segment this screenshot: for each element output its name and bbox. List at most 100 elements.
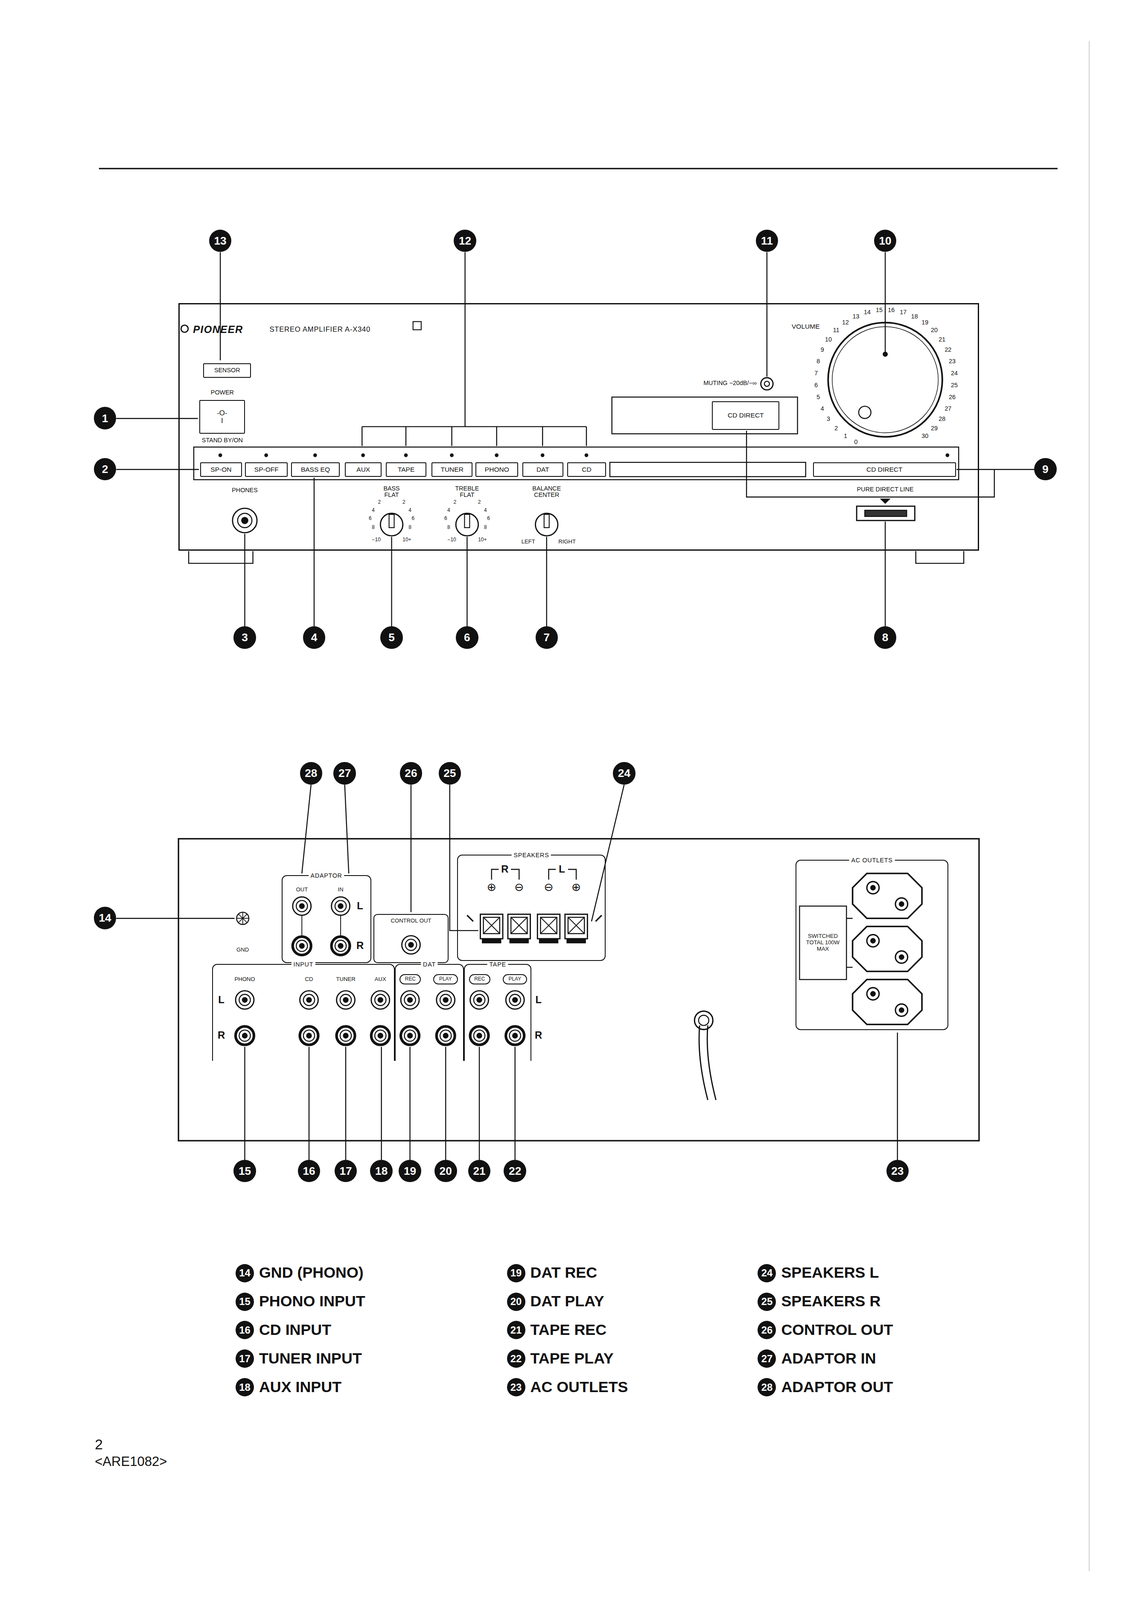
panel-label: L: [218, 993, 225, 1005]
panel-label: AC OUTLETS: [530, 1378, 629, 1396]
node-text: PLAY: [508, 976, 522, 982]
panel-label: L: [558, 863, 566, 875]
callout-number: 25: [438, 761, 462, 785]
node-text: AUX: [356, 466, 371, 473]
selector-button: CD DIRECT: [813, 462, 957, 477]
callout-number: 19: [398, 1159, 422, 1183]
panel-label: ADAPTOR IN: [781, 1350, 876, 1367]
panel-label: 5: [816, 393, 820, 401]
node-text: CD: [581, 466, 592, 473]
node-text: DAT: [536, 466, 550, 473]
panel-label: 15: [875, 307, 883, 314]
panel-label: MUTING −20dB/−∞: [703, 380, 757, 387]
panel-label: 13: [852, 313, 860, 320]
panel-label: 14: [863, 308, 871, 316]
panel-label: 4: [447, 507, 451, 513]
callout-number: 26: [399, 761, 423, 785]
callout-number: 22: [503, 1159, 527, 1183]
panel-label: R: [356, 940, 364, 951]
panel-label: 9: [820, 346, 825, 354]
panel-label: GND: [236, 946, 249, 953]
panel-label: 3: [826, 416, 831, 423]
node-text: I: [221, 416, 224, 425]
callout-number: 4: [303, 626, 326, 649]
panel-label: 28: [938, 416, 946, 423]
callout-number: 27: [757, 1349, 776, 1368]
panel-label: 4: [483, 507, 487, 513]
panel-label: AUX: [374, 976, 387, 983]
panel-label: 8: [408, 524, 412, 531]
node-text: SPEAKERS: [511, 851, 552, 858]
panel-label: ⊖: [544, 881, 554, 894]
node-text: PLAY: [439, 976, 452, 982]
callout-number: 5: [380, 626, 403, 649]
node-text: CD DIRECT: [727, 411, 764, 419]
node-text: REC: [405, 976, 416, 982]
panel-label: SPEAKERS R: [781, 1293, 881, 1310]
selector-button: PHONO: [475, 462, 519, 477]
node-text: TAPE: [487, 961, 509, 968]
panel-label: PHONO: [234, 976, 255, 983]
node-text: TAPE: [397, 466, 415, 473]
callout-number: 17: [235, 1349, 254, 1368]
callout-number: 28: [300, 761, 323, 785]
panel-label: 2: [378, 498, 382, 505]
panel-label: DAT PLAY: [530, 1293, 605, 1310]
panel-label: PURE DIRECT LINE: [856, 486, 914, 493]
selector-button: TUNER: [431, 462, 473, 477]
panel-label: TUNER: [335, 976, 356, 983]
callout-number: 10: [874, 229, 897, 253]
node-text: CONTROL OUT: [374, 917, 449, 924]
callout-number: 6: [455, 626, 479, 649]
callout-number: 21: [468, 1159, 491, 1183]
callout-number: 26: [757, 1320, 776, 1339]
panel-label: TUNER INPUT: [259, 1350, 362, 1367]
panel-label: 7: [814, 370, 818, 377]
panel-label: 22: [944, 346, 952, 354]
selector-button: AUX: [344, 462, 382, 477]
jack-badge: PLAY: [502, 973, 528, 985]
panel-label: SPEAKERS L: [781, 1264, 879, 1281]
panel-label: BASS FLAT: [378, 485, 406, 499]
panel-label: R: [501, 863, 509, 875]
jack-badge: REC: [399, 973, 421, 985]
callout-number: 2: [93, 457, 117, 481]
callout-number: 3: [233, 626, 257, 649]
panel-label: STAND BY/ON: [201, 437, 243, 444]
callout-number: 28: [757, 1377, 776, 1397]
callout-number: 19: [507, 1263, 526, 1283]
node-text: ADAPTOR: [308, 872, 345, 879]
panel-label: GND (PHONO): [259, 1264, 364, 1281]
panel-label: 6: [486, 515, 490, 522]
callout-number: 1: [93, 406, 117, 430]
panel-label: ⊕: [571, 881, 581, 894]
panel-label: PHONO INPUT: [259, 1293, 366, 1310]
node-text: DAT: [420, 961, 438, 968]
panel-label: 20: [930, 326, 938, 334]
callout-number: 14: [93, 906, 117, 930]
dat-jack-group: DAT REC PLAY: [394, 963, 464, 1061]
node-text: -O-: [216, 409, 228, 417]
panel-label: L: [535, 993, 542, 1005]
callout-number: 17: [334, 1159, 358, 1183]
callout-number: 18: [235, 1377, 254, 1397]
panel-label: 23: [948, 358, 956, 365]
panel-label: 30: [921, 432, 929, 440]
node-text: SENSOR: [214, 367, 241, 374]
panel-label: 10+: [402, 536, 412, 543]
node-text: SP-ON: [210, 466, 232, 473]
panel-label: 16: [887, 307, 895, 314]
jack-badge: REC: [469, 973, 491, 985]
callout-number: 15: [235, 1292, 254, 1311]
panel-label: 10: [824, 336, 832, 343]
panel-label: 2: [94, 1436, 103, 1452]
panel-label: AUX INPUT: [259, 1378, 342, 1396]
panel-label: LEFT: [521, 538, 536, 545]
callout-number: 20: [434, 1159, 458, 1183]
panel-label: TAPE PLAY: [530, 1350, 614, 1367]
panel-label: 21: [938, 336, 946, 343]
callout-number: 23: [507, 1377, 526, 1397]
panel-label: RIGHT: [558, 538, 576, 545]
callout-number: 11: [755, 229, 779, 253]
